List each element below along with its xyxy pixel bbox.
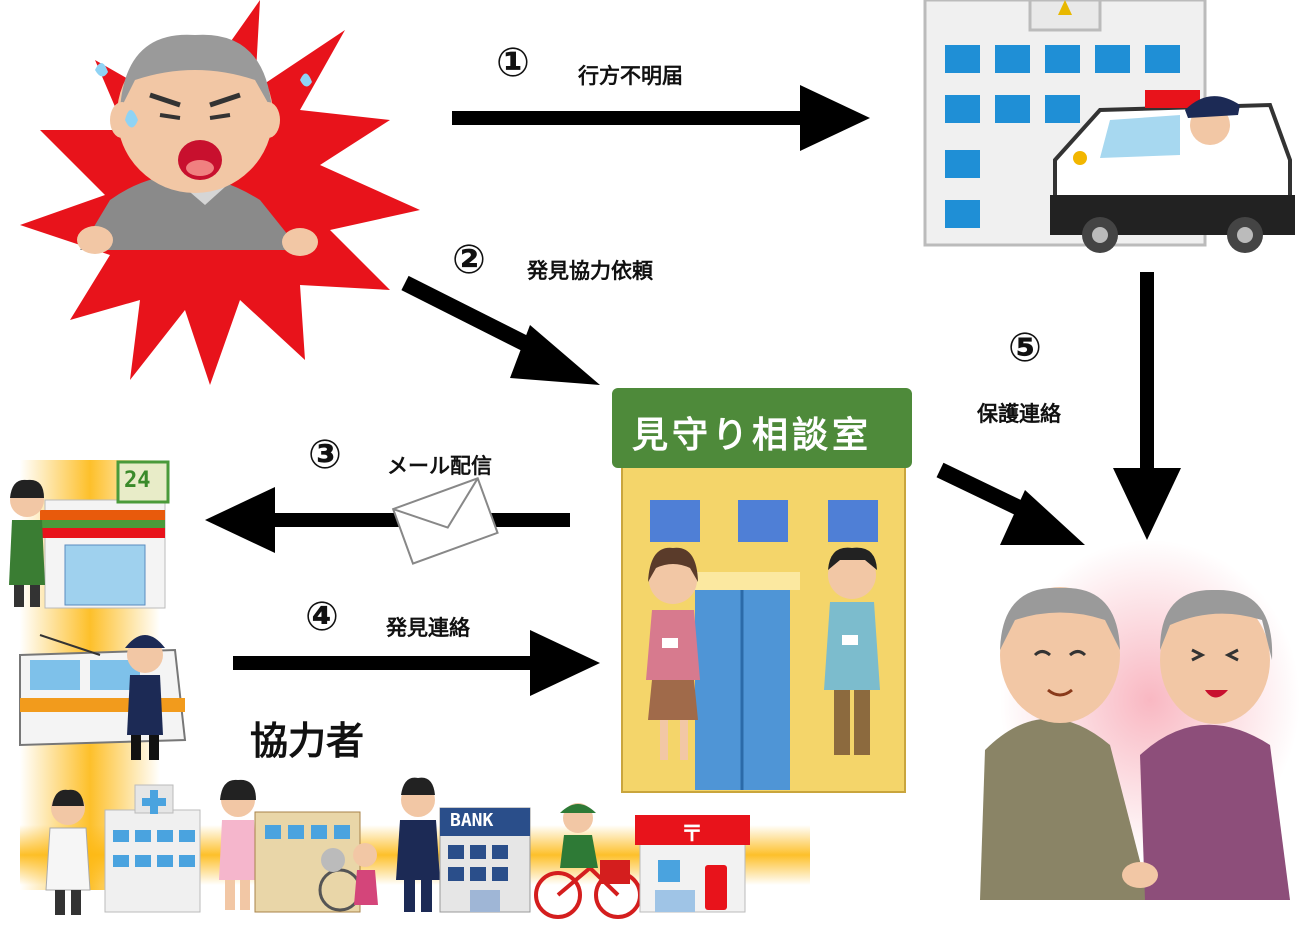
- post-sign-label: 〒: [681, 822, 704, 847]
- step-2-label: 発見協力依頼: [527, 259, 653, 283]
- step-1-number: ①: [496, 40, 530, 86]
- arrow-1-to-police: [452, 85, 870, 151]
- care-facility-icon: [219, 779, 378, 913]
- step-4-label: 発見連絡: [386, 616, 470, 640]
- center-sign-label: 見守り相談室: [632, 415, 873, 456]
- arrow-4-to-center: [233, 630, 600, 696]
- counselor-man-icon: [824, 547, 880, 755]
- train-conductor-icon: [19, 634, 187, 760]
- arrow-center-to-family: [936, 462, 1085, 545]
- convenience-store-icon: [9, 460, 170, 609]
- police-car-icon: [1050, 90, 1295, 253]
- bank-sign-label: BANK: [450, 810, 494, 831]
- cooperators-label: 協力者: [250, 719, 365, 763]
- step-2-number: ②: [452, 237, 486, 283]
- counselor-woman-icon: [646, 547, 700, 760]
- hospital-icon: [45, 784, 201, 915]
- mail-envelope-icon: [391, 477, 499, 565]
- step-3-label: メール配信: [387, 454, 492, 478]
- step-5-number: ⑤: [1008, 325, 1042, 371]
- arrow-5-police-to-family: [1113, 272, 1181, 540]
- step-1-label: 行方不明届: [578, 64, 683, 88]
- step-4-number: ④: [305, 594, 339, 640]
- reunited-elderly-couple-icon: [980, 540, 1299, 900]
- arrow-3-to-cooperators: [205, 487, 570, 553]
- step-5-label: 保護連絡: [977, 402, 1061, 426]
- bank-icon: [396, 777, 531, 913]
- distressed-elderly-man-icon: [20, 0, 420, 385]
- step-3-number: ③: [308, 432, 342, 478]
- arrow-2-to-center: [401, 275, 600, 385]
- store-sign-label: 24: [124, 468, 151, 493]
- post-office-icon: [635, 815, 750, 913]
